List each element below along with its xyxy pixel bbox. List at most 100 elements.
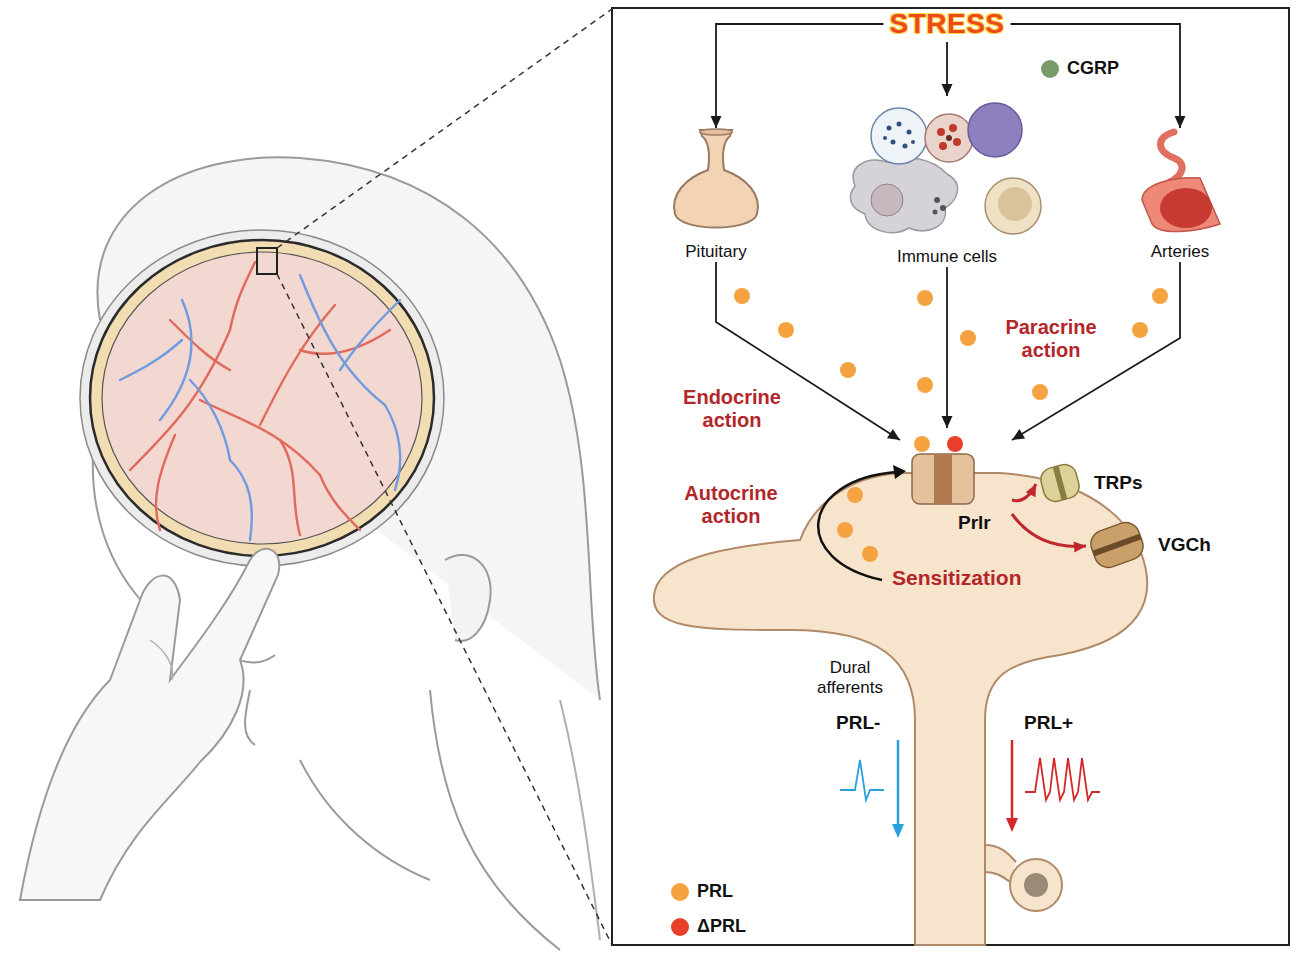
annotation-label: Paracrine action bbox=[985, 316, 1117, 362]
connector-line bbox=[716, 24, 883, 128]
drawn-path bbox=[170, 320, 230, 370]
drawn-circle bbox=[925, 114, 973, 162]
drawn-circle bbox=[946, 135, 952, 141]
drawn-g bbox=[1038, 462, 1082, 504]
legend-item: PRL bbox=[671, 881, 733, 902]
drawn-circle bbox=[887, 126, 892, 131]
drawn-path bbox=[230, 262, 255, 330]
node-label: STRESS bbox=[883, 6, 1010, 42]
drawn-path bbox=[1142, 178, 1220, 232]
drawn-circle bbox=[968, 103, 1022, 157]
node-label: Arteries bbox=[1151, 242, 1210, 262]
immune-cells-icon bbox=[837, 96, 1057, 241]
legend-swatch bbox=[671, 883, 689, 901]
drawn-rect bbox=[1053, 466, 1068, 500]
node-label: Prlr bbox=[958, 512, 991, 534]
drawn-path bbox=[445, 555, 491, 641]
drawn-circle bbox=[933, 210, 938, 215]
annotation-label: PRL- bbox=[836, 712, 880, 734]
drawn-circle bbox=[953, 138, 961, 146]
drawn-path bbox=[160, 300, 191, 420]
drawn-path bbox=[1160, 132, 1182, 182]
artery-icon bbox=[1130, 128, 1230, 236]
legend-item: ΔPRL bbox=[671, 916, 746, 937]
pituitary-icon bbox=[666, 128, 766, 236]
drawn-circle bbox=[911, 140, 915, 144]
drawn-g bbox=[120, 262, 400, 540]
drawn-path bbox=[150, 640, 173, 680]
drawn-circle bbox=[998, 187, 1032, 221]
legend-swatch bbox=[671, 918, 689, 936]
stress-box: STRESS bbox=[883, 6, 1010, 42]
drawn-path bbox=[1025, 758, 1100, 800]
drawn-circle bbox=[1132, 322, 1148, 338]
annotation-label: Autocrine action bbox=[674, 482, 788, 528]
drawn-path bbox=[200, 400, 320, 475]
drawn-path bbox=[120, 340, 182, 380]
connector-line bbox=[1012, 484, 1036, 501]
drawn-path bbox=[230, 460, 252, 540]
drawn-circle bbox=[917, 377, 933, 393]
prolactin-receptor-icon bbox=[900, 428, 1012, 508]
connector bbox=[1012, 484, 1036, 501]
drawn-path bbox=[245, 690, 255, 745]
drawn-path bbox=[340, 300, 400, 370]
drawn-polygon bbox=[892, 824, 904, 838]
drawn-rect bbox=[257, 248, 277, 274]
arrow-head bbox=[1012, 429, 1025, 440]
connector-line bbox=[1012, 514, 1086, 546]
drawn-circle bbox=[914, 436, 930, 452]
drawn-circle bbox=[1032, 384, 1048, 400]
drawn-path bbox=[560, 700, 600, 940]
drawn-path bbox=[385, 405, 400, 490]
drawn-path bbox=[156, 435, 175, 530]
drawn-circle bbox=[917, 290, 933, 306]
drawn-path bbox=[260, 305, 335, 425]
pituitary-node: Pituitary bbox=[666, 128, 766, 262]
drawn-ellipse bbox=[102, 252, 422, 544]
drawn-path bbox=[130, 330, 230, 470]
drawn-ellipse bbox=[90, 240, 434, 556]
legend-text: CGRP bbox=[1067, 58, 1119, 79]
drawn-line bbox=[897, 740, 900, 826]
drawn-circle bbox=[883, 136, 887, 140]
arrow-head bbox=[942, 84, 953, 96]
drawn-circle bbox=[937, 128, 945, 136]
drawn-path bbox=[300, 330, 390, 354]
drawn-circle bbox=[907, 130, 912, 135]
annotation-label: PRL+ bbox=[1024, 712, 1073, 734]
drawn-path bbox=[320, 475, 360, 530]
drawn-path bbox=[300, 760, 430, 880]
connector-line bbox=[946, 267, 948, 428]
drawn-path bbox=[20, 549, 279, 900]
drawn-circle bbox=[947, 436, 963, 452]
channel-node: TRPs bbox=[1036, 460, 1143, 506]
drawn-circle bbox=[862, 546, 878, 562]
annotation-label: Sensitization bbox=[892, 566, 1022, 590]
panel-border bbox=[612, 8, 1289, 945]
node-label: TRPs bbox=[1094, 472, 1143, 494]
arrow-head bbox=[942, 416, 953, 428]
drawn-circle bbox=[891, 140, 896, 145]
drawn-circle bbox=[934, 197, 940, 203]
connector bbox=[942, 267, 953, 428]
receptor-node: Prlr bbox=[900, 428, 1012, 540]
drawn-ellipse bbox=[1160, 188, 1212, 228]
arteries-node: Arteries bbox=[1130, 128, 1230, 262]
drawn-path bbox=[850, 158, 957, 233]
node-label: Pituitary bbox=[685, 242, 746, 262]
immune-cells-node: Immune cells bbox=[837, 96, 1057, 267]
drawn-circle bbox=[940, 205, 946, 211]
legend-swatch bbox=[1041, 60, 1059, 78]
connector bbox=[1012, 514, 1086, 552]
drawn-path bbox=[430, 690, 560, 950]
drawn-rect bbox=[912, 454, 974, 504]
node-label: Immune cells bbox=[897, 247, 997, 267]
drawn-path bbox=[300, 275, 385, 405]
drawn-path bbox=[280, 440, 300, 535]
drawn-circle bbox=[949, 124, 957, 132]
node-label: VGCh bbox=[1158, 534, 1211, 556]
drawn-circle bbox=[985, 178, 1041, 234]
voltage-gated-channel-icon bbox=[1086, 516, 1148, 574]
